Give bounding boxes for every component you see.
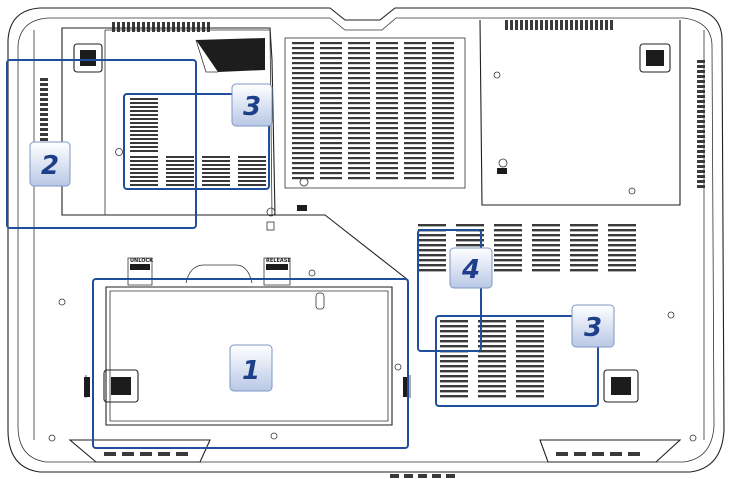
callout-badge-4: 4 (449, 247, 493, 289)
svg-text:3: 3 (584, 313, 602, 343)
callout-badge-2: 2 (29, 141, 71, 187)
memory-vent-grid-top (130, 98, 266, 186)
left-side-vent (40, 78, 48, 146)
callout-badge-3-bottom: 3 (571, 304, 615, 348)
callout-badge-1: 1 (229, 344, 273, 392)
release-label: RELEASE (266, 258, 291, 264)
top-vent-left (112, 22, 210, 32)
callout-box-1 (92, 278, 409, 449)
lower-right-vent-grid (418, 224, 636, 398)
exhaust-block (195, 38, 265, 73)
callout-box-3-bottom (435, 315, 599, 407)
hdd-cover (84, 264, 411, 426)
chassis-outline (7, 7, 725, 473)
svg-text:3: 3 (243, 92, 261, 122)
svg-text:2: 2 (41, 151, 59, 181)
bottom-edge (68, 439, 682, 478)
top-vent-right (505, 20, 613, 30)
unlock-latch[interactable]: UNLOCK (127, 257, 154, 286)
release-latch[interactable]: RELEASE (263, 257, 291, 286)
screws (48, 71, 697, 442)
svg-text:1: 1 (242, 356, 260, 386)
callout-badge-3-top: 3 (231, 83, 273, 127)
fan-grille (284, 37, 466, 189)
callout-box-2 (6, 59, 197, 229)
callout-box-4 (417, 229, 482, 352)
svg-text:4: 4 (461, 255, 480, 285)
rubber-feet (73, 43, 671, 403)
callout-box-3-top (123, 93, 270, 190)
right-side-vent (697, 60, 705, 188)
unlock-label: UNLOCK (130, 258, 154, 264)
